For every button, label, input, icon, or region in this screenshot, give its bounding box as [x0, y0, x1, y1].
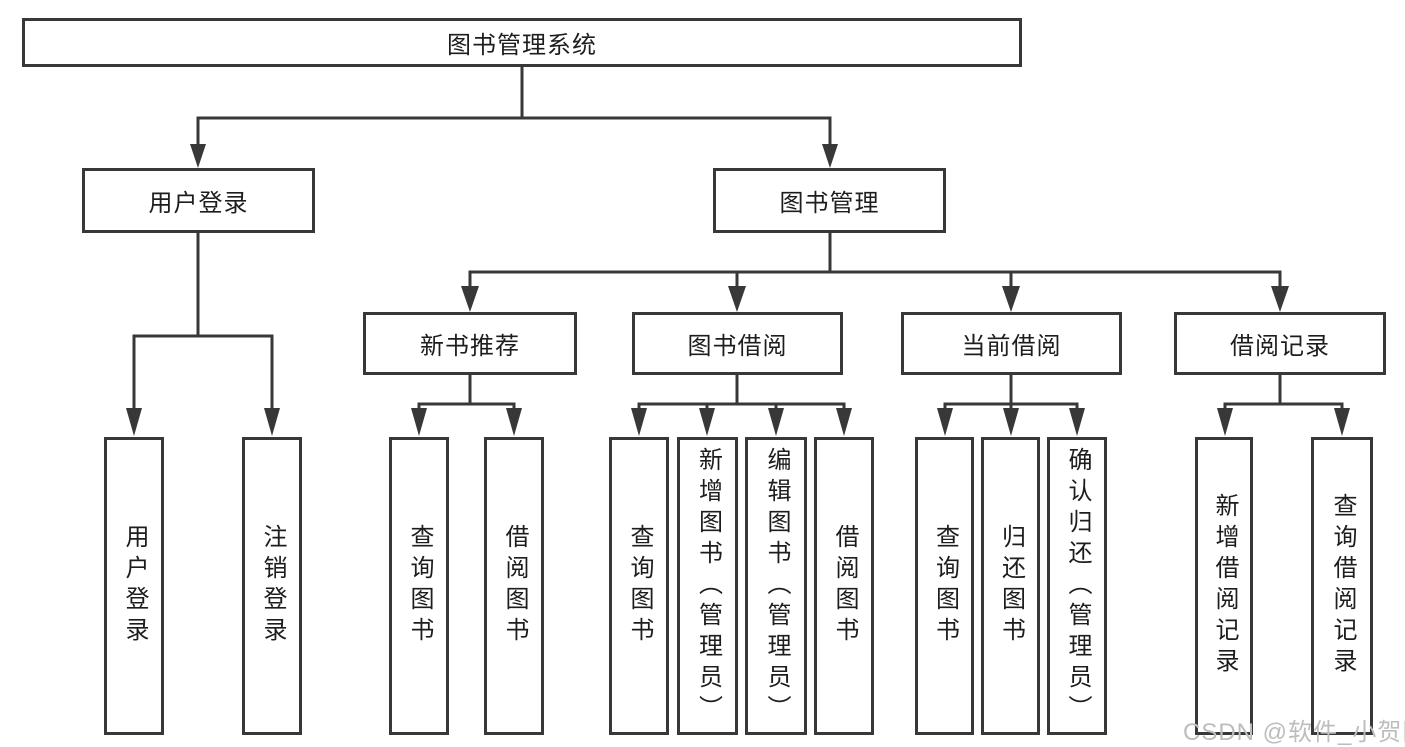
node-book-management: 图书管理: [713, 168, 946, 233]
connector-root-to-level2: [190, 67, 838, 168]
leaf-edit-book-admin-label: 编辑图书（管理员）: [763, 446, 790, 726]
leaf-query-books-current-label: 查询图书: [931, 524, 959, 648]
node-book-management-label: 图书管理: [779, 190, 880, 217]
connector-book-borrow-children: [631, 375, 852, 436]
node-book-borrow: 图书借阅: [632, 312, 843, 375]
leaf-query-books-borrow: 查询图书: [609, 437, 669, 735]
arrowhead-icon: [1271, 286, 1289, 312]
leaf-add-borrow-record: 新增借阅记录: [1195, 437, 1253, 735]
arrowhead-icon: [768, 408, 784, 436]
leaf-query-books-borrow-label: 查询图书: [626, 524, 653, 648]
node-user-login: 用户登录: [82, 168, 315, 233]
leaf-query-borrow-record-label: 查询借阅记录: [1329, 493, 1356, 679]
arrowhead-icon: [728, 286, 746, 312]
node-borrow-records-label: 借阅记录: [1230, 333, 1330, 360]
leaf-return-books: 归还图书: [981, 437, 1040, 735]
arrowhead-icon: [190, 144, 206, 168]
connector-book-management-children: [461, 233, 1289, 312]
arrowhead-icon: [1003, 408, 1019, 436]
node-user-login-label: 用户登录: [148, 190, 249, 217]
node-current-borrow: 当前借阅: [901, 312, 1122, 375]
leaf-confirm-return-admin-label: 确认归还（管理员）: [1064, 446, 1091, 726]
arrowhead-icon: [126, 408, 142, 436]
connector-current-borrow-children: [937, 375, 1085, 436]
leaf-query-books-current: 查询图书: [915, 437, 974, 735]
leaf-return-books-label: 归还图书: [997, 524, 1025, 648]
arrowhead-icon: [822, 144, 838, 168]
node-new-book-recommend-label: 新书推荐: [420, 333, 520, 360]
leaf-add-borrow-record-label: 新增借阅记录: [1211, 493, 1238, 679]
leaf-borrow-books-recommend: 借阅图书: [484, 437, 544, 735]
arrowhead-icon: [631, 408, 647, 436]
node-borrow-records: 借阅记录: [1174, 312, 1386, 375]
leaf-query-books-recommend-label: 查询图书: [406, 524, 433, 648]
arrowhead-icon: [461, 286, 479, 312]
arrowhead-icon: [1069, 408, 1085, 436]
leaf-borrow-books-recommend-label: 借阅图书: [501, 524, 528, 648]
arrowhead-icon: [1217, 408, 1233, 436]
connector-borrow-records-children: [1217, 375, 1350, 436]
leaf-query-books-recommend: 查询图书: [389, 437, 449, 735]
arrowhead-icon: [836, 408, 852, 436]
leaf-user-login: 用户登录: [104, 437, 164, 735]
arrowhead-icon: [506, 408, 522, 436]
arrowhead-icon: [699, 408, 715, 436]
leaf-logout: 注销登录: [242, 437, 302, 735]
leaf-borrow-books: 借阅图书: [814, 437, 874, 735]
arrowhead-icon: [411, 408, 427, 436]
arrowhead-icon: [1002, 286, 1020, 312]
leaf-add-book-admin: 新增图书（管理员）: [677, 437, 738, 735]
node-new-book-recommend: 新书推荐: [363, 312, 577, 375]
leaf-query-borrow-record: 查询借阅记录: [1311, 437, 1373, 735]
leaf-borrow-books-label: 借阅图书: [831, 524, 858, 648]
node-current-borrow-label: 当前借阅: [961, 333, 1062, 360]
watermark: CSDN @软件_小贺同学: [1183, 719, 1405, 746]
connector-user-login-children: [126, 233, 280, 436]
leaf-user-login-label: 用户登录: [121, 524, 148, 648]
connector-new-book-recommend-children: [411, 375, 522, 436]
node-book-borrow-label: 图书借阅: [687, 333, 788, 360]
arrowhead-icon: [264, 408, 280, 436]
arrowhead-icon: [1334, 408, 1350, 436]
leaf-confirm-return-admin: 确认归还（管理员）: [1047, 437, 1107, 735]
node-root: 图书管理系统: [22, 18, 1022, 67]
leaf-edit-book-admin: 编辑图书（管理员）: [745, 437, 807, 735]
arrowhead-icon: [937, 408, 953, 436]
node-root-label: 图书管理系统: [447, 32, 597, 59]
leaf-logout-label: 注销登录: [259, 524, 286, 648]
leaf-add-book-admin-label: 新增图书（管理员）: [694, 446, 722, 726]
